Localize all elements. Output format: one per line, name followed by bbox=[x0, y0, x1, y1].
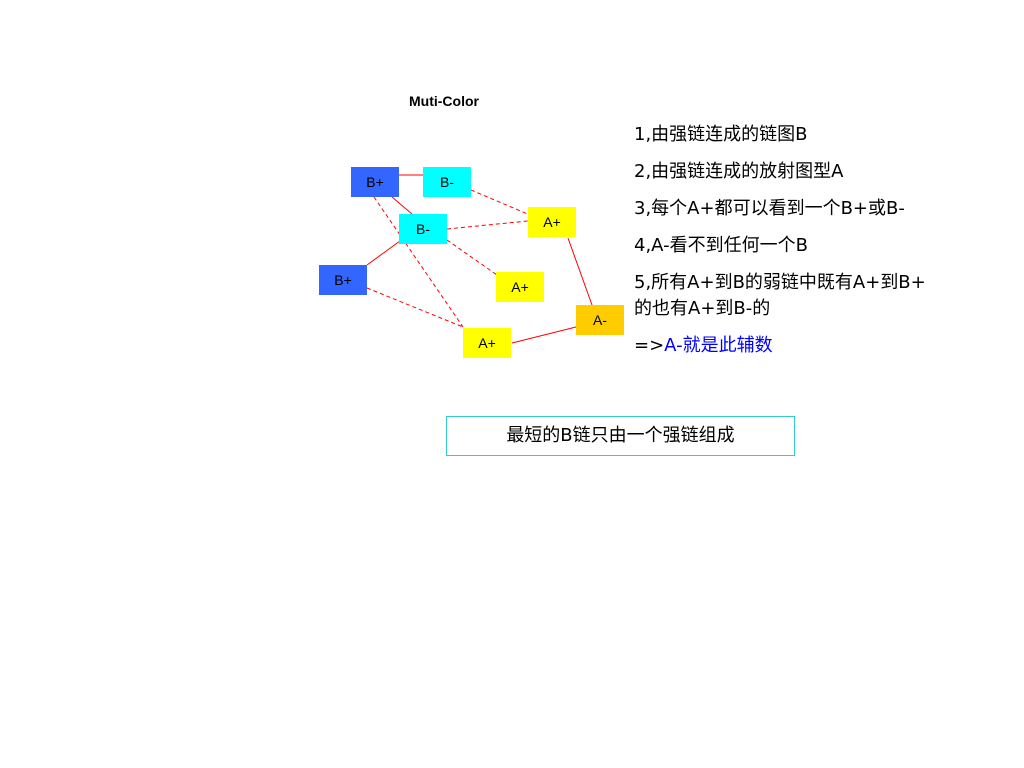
strong-link-b1-b3 bbox=[391, 196, 413, 215]
node-a-minus: A- bbox=[576, 305, 624, 335]
conclusion-box: 最短的B链只由一个强链组成 bbox=[446, 416, 795, 456]
strong-link-a7-a8 bbox=[511, 326, 577, 344]
note-1: 1,由强链连成的链图B bbox=[634, 124, 808, 145]
note-5-line-a: 5,所有A+到B的弱链中既有A+到B+ bbox=[634, 272, 926, 293]
note-4: 4,A-看不到任何一个B bbox=[634, 235, 808, 256]
node-a-plus-1: A+ bbox=[528, 207, 576, 237]
note-6-highlight: A-就是此辅数 bbox=[664, 335, 773, 356]
note-3: 3,每个A+都可以看到一个B+或B- bbox=[634, 198, 905, 219]
weak-link-b3-a6 bbox=[446, 239, 498, 276]
notes-panel: 1,由强链连成的链图B 2,由强链连成的放射图型A 3,每个A+都可以看到一个B… bbox=[634, 122, 994, 370]
note-6-prefix: => bbox=[634, 335, 665, 356]
weak-link-b4-a7 bbox=[366, 287, 464, 328]
node-a-plus-2: A+ bbox=[496, 272, 544, 302]
weak-link-b2-a5 bbox=[470, 189, 531, 216]
note-2: 2,由强链连成的放射图型A bbox=[634, 161, 844, 182]
strong-link-b3-b4 bbox=[366, 240, 401, 266]
strong-link-a5-a8 bbox=[567, 237, 593, 306]
diagram-title: Muti-Color bbox=[409, 93, 479, 109]
node-b-plus-2: B+ bbox=[319, 265, 367, 295]
node-b-minus-1: B- bbox=[423, 167, 471, 197]
note-6: =>A-就是此辅数 bbox=[634, 333, 994, 359]
note-5-line-b: 的也有A+到B-的 bbox=[634, 298, 771, 319]
node-b-minus-2: B- bbox=[399, 214, 447, 244]
weak-link-b3-a5 bbox=[446, 220, 529, 230]
node-b-plus-1: B+ bbox=[351, 167, 399, 197]
node-a-plus-3: A+ bbox=[463, 328, 511, 358]
weak-link-b1-a7 bbox=[373, 196, 464, 328]
note-5: 5,所有A+到B的弱链中既有A+到B+ 的也有A+到B-的 bbox=[634, 270, 994, 322]
